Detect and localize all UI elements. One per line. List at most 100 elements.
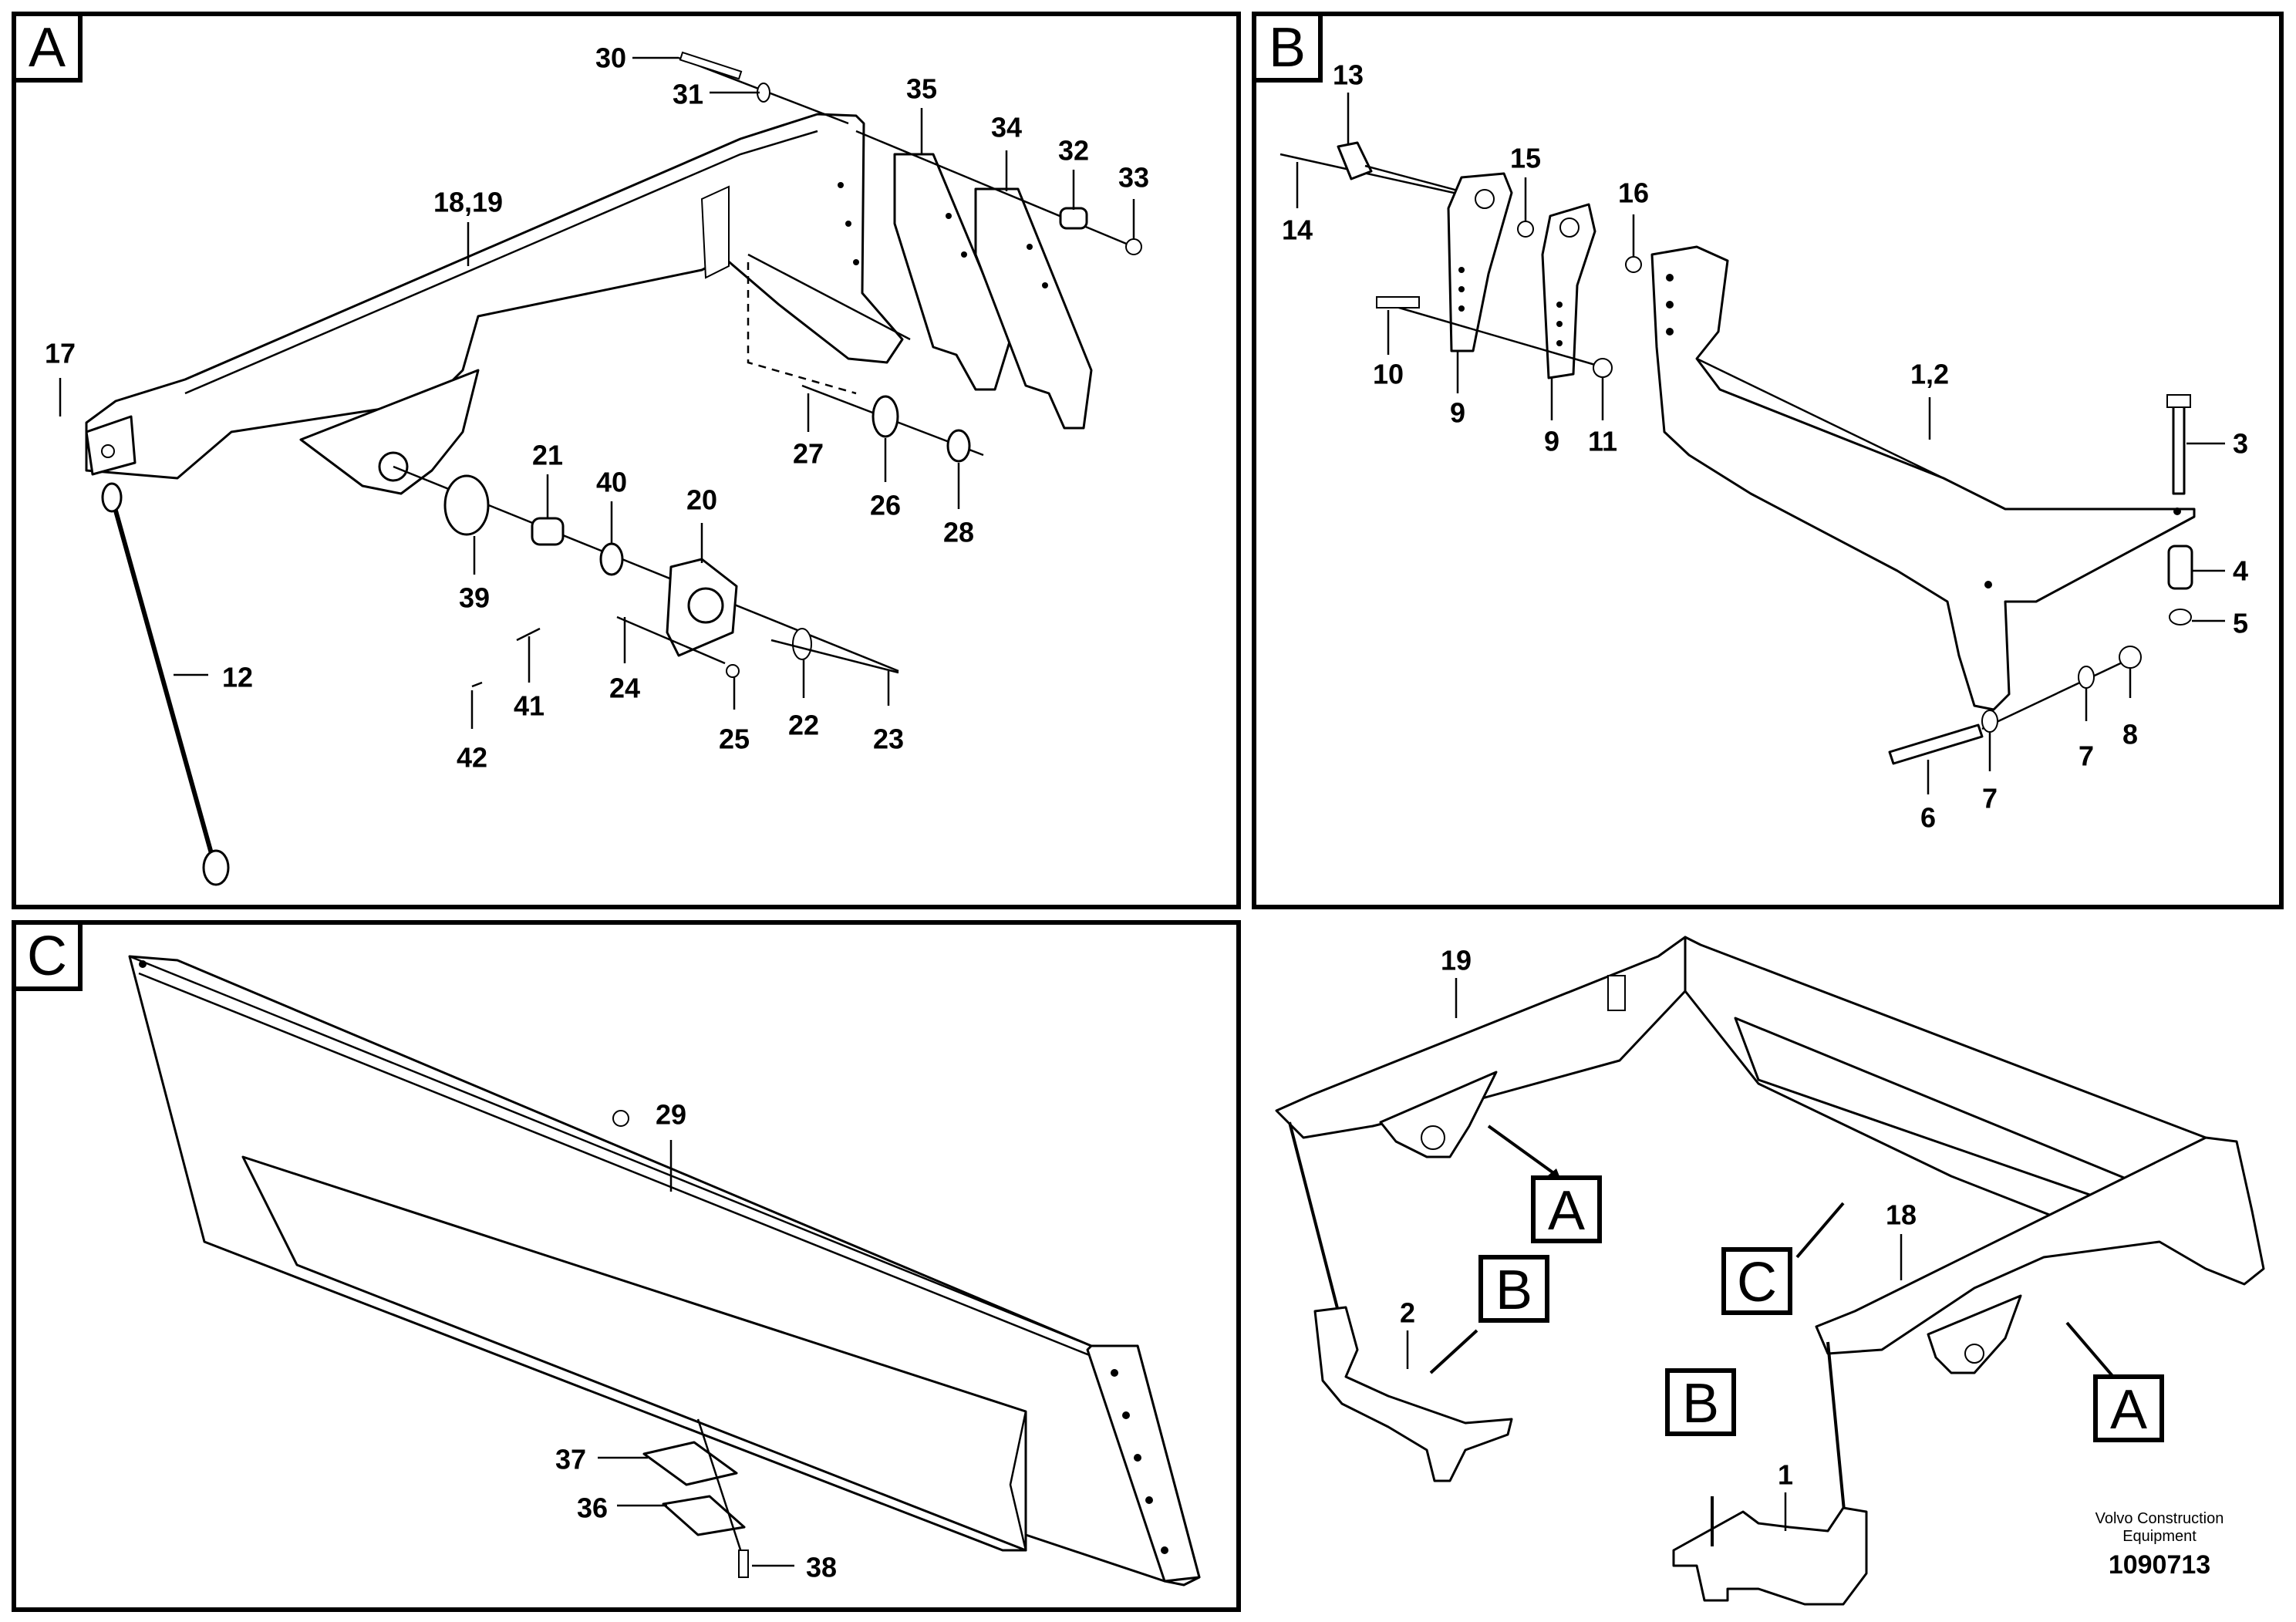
ring-40 [599,542,624,576]
washer-5 [2169,609,2192,626]
panel-29-back [128,955,1201,1587]
callout-b: 4 [2233,555,2248,587]
arm-end-hole [101,444,115,458]
arm-top-edge [184,130,818,395]
callout-a: 42 [457,742,487,774]
callout-a: 31 [673,79,703,110]
callout-a: 30 [595,42,626,74]
panel-29-hole [139,960,147,968]
nut-33 [1125,238,1142,255]
callout-b: 10 [1373,359,1404,390]
callout-overview: 19 [1441,945,1472,976]
bracket-inner-edge [1696,357,2006,511]
panel-29-hole [1122,1411,1130,1419]
panel-29-hole [1145,1496,1153,1504]
plate-35 [893,153,1012,391]
overview-arm-18 [1815,1136,2265,1355]
panel-a-frame [12,12,1241,909]
panel-c-label: C [27,926,67,987]
panel-c-label-box [12,920,83,991]
plate-9-left [1447,172,1513,352]
plate-9-right-hole [1559,218,1580,238]
plate-9-hole [1458,286,1465,292]
overview-arrow-a1 [1487,1125,1559,1178]
rod-12 [112,504,214,857]
overview-ref-box-a2 [2093,1374,2164,1442]
panel-29-bolt [612,1110,629,1127]
callout-a: 12 [222,662,253,693]
callout-b: 15 [1510,143,1541,174]
callout-a: 35 [906,73,937,105]
plate-bolt-line [696,1418,750,1574]
overview-arm-18-bracket [1927,1294,2022,1374]
callout-a: 21 [532,440,563,471]
arm-inner-line [747,253,911,341]
callout-b: 14 [1282,214,1313,246]
arm-bracket [299,369,480,495]
plate-34 [974,187,1093,430]
panel-a: A [12,12,1241,909]
overview-ref-b1: B [1495,1259,1532,1321]
callout-b: 9 [1544,426,1559,457]
doc-number: 1090713 [2109,1550,2210,1580]
callout-a: 22 [788,710,819,741]
plate-9-left-hole [1475,189,1495,209]
company-line1: Volvo Construction [2095,1510,2224,1527]
panel-c-frame [12,920,1241,1612]
bolt-3-head [2166,394,2191,408]
bolt-10 [1376,296,1420,309]
callout-b: 13 [1333,59,1364,91]
callout-b: 7 [2079,740,2094,772]
callout-a: 24 [609,673,640,704]
bushing-4 [2167,545,2193,590]
plate-hole [1027,244,1033,250]
panel-b: B [1252,12,2284,909]
plate-9-hole [1556,340,1563,346]
callout-b: 11 [1588,426,1617,457]
panel-a-label-box [12,12,83,83]
overview-bracket-1 [1672,1506,1868,1606]
bracket-1-2 [1650,245,2196,711]
panel-b-frame [1252,12,2284,909]
callout-b: 1,2 [1910,359,1949,390]
callout-a: 18,19 [433,187,503,218]
callout-a: 41 [514,690,544,722]
callout-a: 34 [991,112,1022,143]
arm-dashed-line [747,262,857,395]
callout-a: 40 [596,467,627,498]
plate-9-hole [1458,305,1465,312]
callout-b: 3 [2233,428,2248,460]
panel-29-hole [1111,1369,1118,1377]
panel-29-hole [1161,1546,1168,1554]
nut-8 [2119,646,2142,669]
panel-29-top-edge [129,955,1092,1347]
pin-42 [471,681,483,688]
bolt-10-line [1380,301,1601,368]
callout-overview: 18 [1886,1199,1917,1231]
callout-a: 28 [943,517,974,548]
overview-ref-a2: A [2110,1379,2147,1441]
overview: A C B B A 19 18 2 1 [1275,936,2265,1606]
plate-hole [946,213,952,219]
overview-arrow-c [1795,1202,1845,1259]
overview-rod-left [1288,1121,1340,1312]
callout-c: 29 [656,1099,686,1131]
panel-29-hole [1134,1454,1141,1462]
arm-18-19 [85,113,904,480]
plate-hole [961,251,967,258]
washer-28 [946,429,971,463]
overview-arrow-a2 [2065,1321,2115,1378]
overview-arm-19-pivot [1421,1125,1445,1150]
overview-arm-19-plate [1607,975,1626,1011]
panel-b-label-box [1252,12,1323,83]
panel-29-end [1086,1344,1201,1583]
overview-ref-box-b2 [1665,1368,1736,1436]
bracket-hole [1666,328,1674,336]
callout-b: 16 [1618,177,1649,209]
rod-12-top-eye [101,482,123,513]
bracket-hole [1984,581,1992,588]
nut-16 [1625,256,1642,273]
overview-ref-box-a1 [1531,1175,1602,1243]
bolt-24 [616,615,726,665]
